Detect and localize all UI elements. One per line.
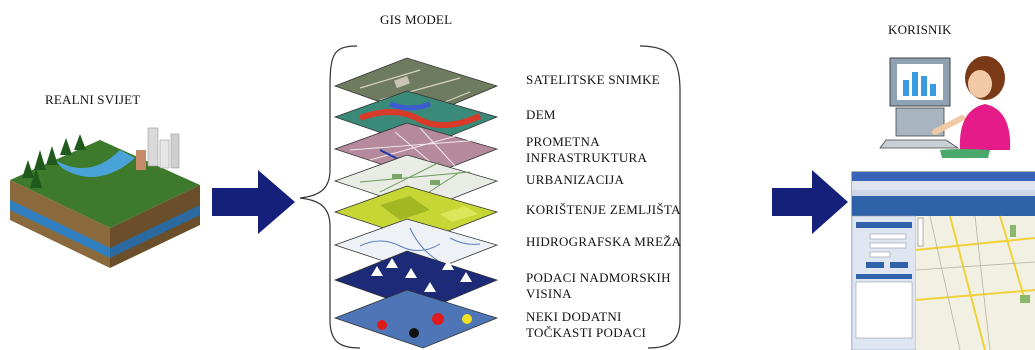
flow-arrow-2	[772, 170, 848, 234]
layer-land-use	[333, 185, 499, 242]
layer-label-transport: PROMETNA INFRASTRUKTURA	[526, 134, 648, 165]
layer-label-land-use: KORIŠTENJE ZEMLJIŠTA	[526, 202, 681, 217]
layer-label-point-data: NEKI DODATNI TOČKASTI PODACI	[526, 309, 647, 340]
flow-arrow-1	[212, 170, 295, 234]
model-bracket	[299, 45, 361, 349]
layer-label-hydrography: HIDROGRAFSKA MREŽA	[526, 234, 682, 249]
terrain-illustration	[10, 127, 200, 268]
map-app-window	[851, 171, 1035, 350]
real-world-heading: REALNI SVIJET	[45, 92, 141, 107]
layer-point-data	[333, 289, 499, 349]
layer-hydrography	[333, 218, 499, 275]
layer-elevation	[333, 250, 499, 312]
layer-label-satellite: SATELITSKE SNIMKE	[526, 72, 661, 87]
gis-model-heading: GIS MODEL	[380, 12, 453, 27]
layer-label-dem: DEM	[526, 107, 556, 122]
layer-label-urbanization: URBANIZACIJA	[526, 172, 625, 187]
layer-label-elevation: PODACI NADMORSKIH VISINA	[526, 270, 671, 301]
user-illustration	[879, 56, 1011, 158]
user-heading: KORISNIK	[888, 22, 952, 37]
layer-dem	[333, 90, 499, 148]
